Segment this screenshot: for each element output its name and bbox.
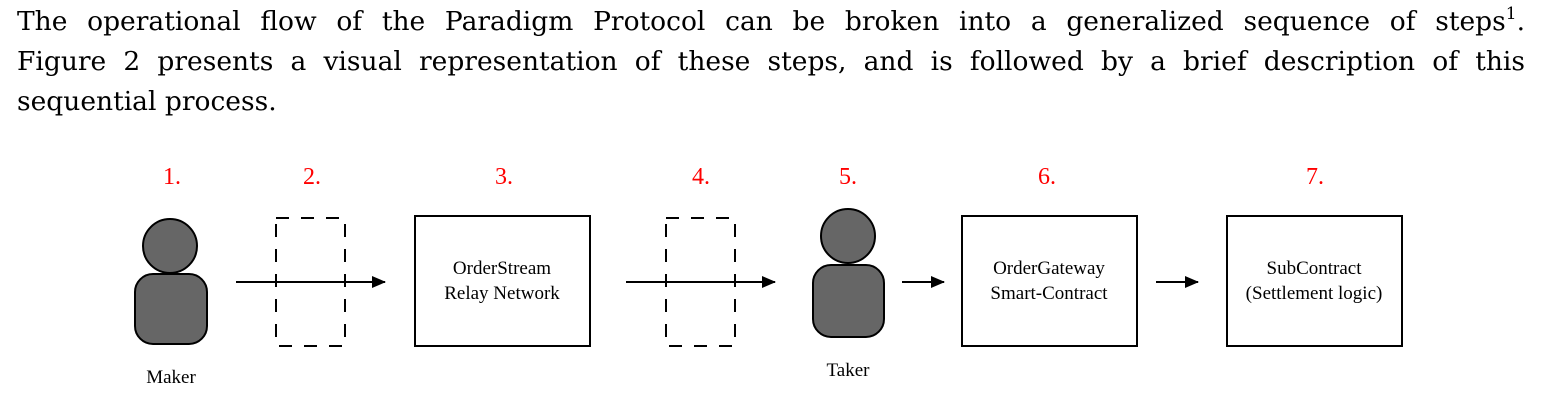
paragraph-line-3: sequential process.	[17, 86, 277, 117]
paragraph-line-1: The operational flow of the Paradigm Pro…	[17, 2, 1525, 42]
step-2-dashed-box	[275, 217, 346, 347]
paragraph-line-2: Figure 2 presents a visual representatio…	[17, 46, 1525, 77]
paragraph-line-1-text: The operational flow of the Paradigm Pro…	[17, 6, 1506, 37]
ordergateway-label-line-2: Smart-Contract	[990, 283, 1108, 304]
subcontract-box: SubContract (Settlement logic)	[1226, 215, 1403, 347]
subcontract-label-line-1: SubContract	[1267, 258, 1363, 279]
orderstream-label-line-2: Relay Network	[444, 283, 560, 304]
ordergateway-box: OrderGateway Smart-Contract	[961, 215, 1138, 347]
orderstream-relay-box: OrderStream Relay Network	[414, 215, 591, 347]
ordergateway-label-line-1: OrderGateway	[993, 258, 1105, 279]
step-number-7: 7.	[1306, 164, 1324, 190]
taker-label: Taker	[827, 360, 871, 381]
step-number-1: 1.	[163, 164, 181, 190]
taker-person-icon	[812, 208, 885, 338]
orderstream-label-line-1: OrderStream	[453, 258, 551, 279]
step-number-4: 4.	[692, 164, 710, 190]
subcontract-label-line-2: (Settlement logic)	[1246, 283, 1383, 304]
step-number-5: 5.	[839, 164, 857, 190]
step-number-6: 6.	[1038, 164, 1056, 190]
footnote-marker[interactable]: 1	[1505, 4, 1517, 24]
step-4-dashed-box	[665, 217, 736, 347]
step-number-2: 2.	[303, 164, 321, 190]
step-number-3: 3.	[495, 164, 513, 190]
intro-paragraph: The operational flow of the Paradigm Pro…	[17, 2, 1525, 122]
maker-person-icon	[134, 218, 208, 345]
maker-label: Maker	[146, 367, 196, 388]
paragraph-line-1-end: .	[1516, 6, 1525, 37]
